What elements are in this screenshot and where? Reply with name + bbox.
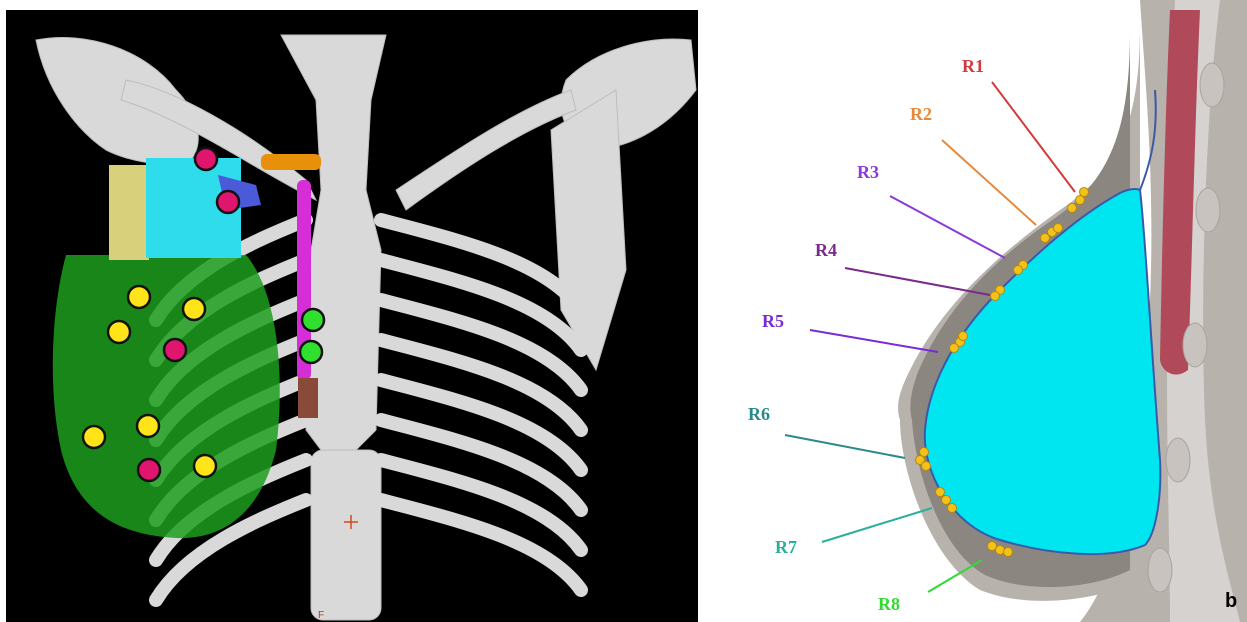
- region-label-r8: R8: [878, 594, 900, 614]
- sternum: [281, 35, 386, 470]
- yellow-marker: [108, 321, 130, 343]
- region-label-r2: R2: [910, 104, 932, 124]
- leader-line-r5: [810, 330, 938, 352]
- fat-nodule: [1080, 188, 1089, 197]
- zone-green: [53, 255, 280, 538]
- region-label-r1: R1: [962, 56, 984, 76]
- region-label-r5: R5: [762, 311, 784, 331]
- panel-a-3d-chest-reconstruction: F: [6, 10, 698, 622]
- fat-nodule: [1068, 204, 1077, 213]
- fat-nodule: [1004, 548, 1013, 557]
- fat-nodule: [922, 462, 931, 471]
- region-label-r4: R4: [815, 240, 837, 260]
- fat-nodule: [936, 488, 945, 497]
- spine: [311, 450, 381, 620]
- fat-nodule: [948, 504, 957, 513]
- zone-orange: [261, 154, 321, 170]
- leader-line-r4: [845, 268, 990, 295]
- yellow-marker: [183, 298, 205, 320]
- panel-a-label: a: [662, 590, 673, 613]
- fat-nodule: [1041, 234, 1050, 243]
- yellow-marker: [128, 286, 150, 308]
- leader-line-r2: [942, 140, 1036, 225]
- fat-nodule: [959, 332, 968, 341]
- crosshair-mark: F: [318, 610, 324, 621]
- fat-nodule: [942, 496, 951, 505]
- zone-yellow: [109, 165, 149, 260]
- pink-marker: [164, 339, 186, 361]
- region-label-r6: R6: [748, 404, 770, 424]
- region-label-r3: R3: [857, 162, 879, 182]
- panel-b-label: b: [1225, 590, 1237, 613]
- yellow-marker: [83, 426, 105, 448]
- fat-nodule: [1014, 266, 1023, 275]
- fat-nodule: [1054, 224, 1063, 233]
- zone-brown: [298, 378, 318, 418]
- leader-line-r3: [890, 196, 1005, 258]
- fat-nodule: [991, 292, 1000, 301]
- region-label-r7: R7: [775, 537, 797, 557]
- pink-marker: [195, 148, 217, 170]
- yellow-marker: [194, 455, 216, 477]
- leader-line-r7: [822, 508, 932, 542]
- green-marker: [300, 341, 322, 363]
- yellow-marker: [137, 415, 159, 437]
- fat-nodule: [950, 344, 959, 353]
- pink-marker: [217, 191, 239, 213]
- green-marker: [302, 309, 324, 331]
- leader-line-r1: [992, 82, 1075, 192]
- leader-line-r6: [785, 435, 905, 458]
- chest-reconstruction-canvas: F: [6, 10, 698, 622]
- right-clavicle: [396, 90, 576, 210]
- pink-marker: [138, 459, 160, 481]
